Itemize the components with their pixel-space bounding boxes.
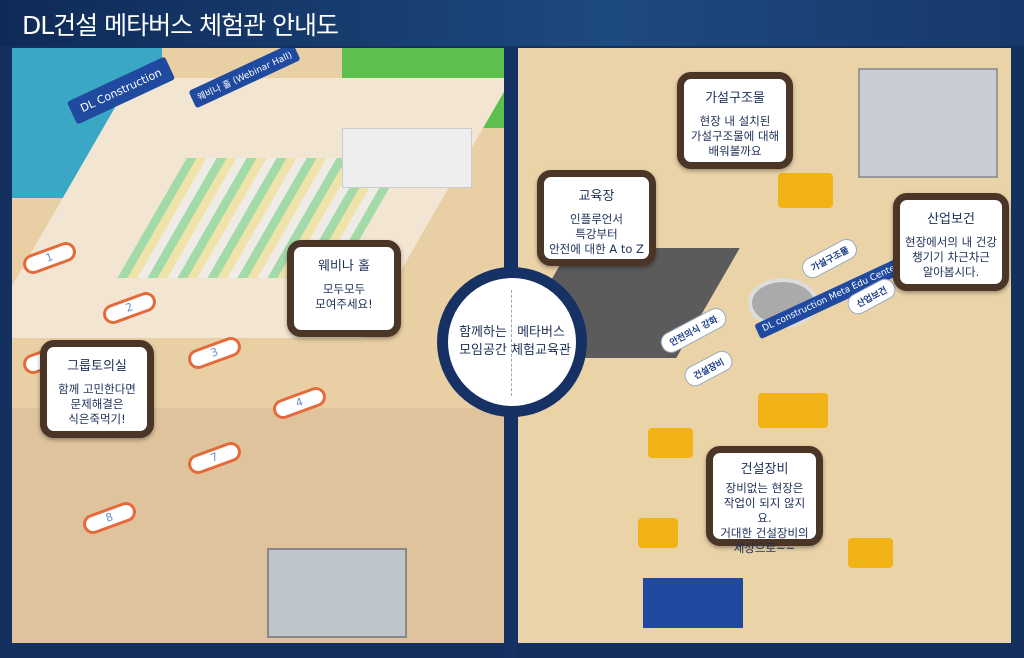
crane-truck — [778, 173, 833, 208]
callout-title: 건설장비 — [740, 462, 789, 477]
callout-classroom[interactable]: 교육장 인플루언서 특강부터 안전에 대한 A to Z — [537, 170, 656, 266]
road-label: 건설장비 — [681, 347, 737, 390]
callout-title: 그룹토의실 — [67, 359, 127, 374]
callout-group-discussion[interactable]: 그룹토의실 함께 고민한다면 문제해결은 식은죽먹기! — [40, 340, 154, 438]
meeting-space-label: 함께하는 모임공간 — [459, 325, 507, 358]
dump-truck — [758, 393, 828, 428]
dl-gate — [643, 578, 743, 628]
edu-center-map: DL construction Meta Edu Center 가설구조물 산업… — [518, 48, 1011, 643]
loader — [648, 428, 693, 458]
scaffold — [267, 548, 407, 638]
callout-title: 산업보건 — [927, 212, 975, 227]
callout-body: 함께 고민한다면 문제해결은 식은죽먹기! — [58, 382, 136, 426]
road-label: 가설구조물 — [798, 235, 861, 282]
callout-body: 현장에서의 내 건강 챙기기 차근차근 알아봅시다. — [905, 235, 997, 279]
callout-industrial-health[interactable]: 산업보건 현장에서의 내 건강 챙기기 차근차근 알아봅시다. — [893, 193, 1009, 291]
callout-body: 장비없는 현장은 작업이 되지 않지요. 거대한 건설장비의 세상으로~~ — [720, 481, 809, 555]
callout-body: 인플루언서 특강부터 안전에 대한 A to Z — [549, 212, 644, 256]
callout-construction-equipment[interactable]: 건설장비 장비없는 현장은 작업이 되지 않지요. 거대한 건설장비의 세상으로… — [706, 446, 823, 555]
discussion-table: 3 — [185, 334, 244, 372]
stage — [342, 128, 472, 188]
callout-webinar-hall[interactable]: 웨비나 홀 모두모두 모여주세요! — [287, 240, 401, 337]
divider-line — [511, 290, 512, 396]
header: DL건설 메타버스 체험관 안내도 — [0, 0, 1024, 46]
callout-title: 가설구조물 — [705, 91, 765, 106]
edu-center-label: 메타버스 체험교육관 — [511, 325, 571, 358]
page-title: DL건설 메타버스 체험관 안내도 — [22, 11, 339, 40]
callout-body: 모두모두 모여주세요! — [315, 282, 373, 311]
callout-body: 현장 내 설치된 가설구조물에 대해 배워볼까요 — [690, 114, 780, 158]
callout-title: 교육장 — [578, 189, 615, 204]
excavator — [638, 518, 678, 548]
scaffold-structure — [858, 68, 998, 178]
callout-temporary-structures[interactable]: 가설구조물 현장 내 설치된 가설구조물에 대해 배워볼까요 — [677, 72, 793, 169]
callout-title: 웨비나 홀 — [318, 259, 370, 274]
roller — [848, 538, 893, 568]
center-badge: 함께하는 모임공간 메타버스 체험교육관 — [437, 267, 587, 417]
